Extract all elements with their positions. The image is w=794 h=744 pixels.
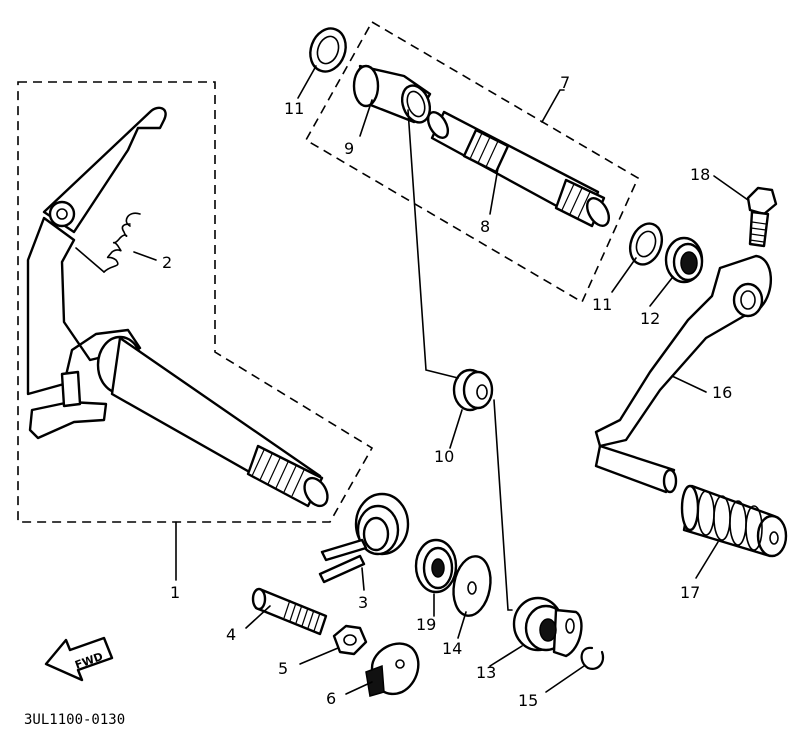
washer-11-top (309, 27, 347, 73)
label-part-18: 18 (690, 165, 710, 184)
label-part-9: 9 (344, 139, 354, 158)
bearing-19 (414, 538, 458, 594)
label-part-14: 14 (442, 639, 462, 658)
stud-bolt (251, 587, 328, 636)
label-part-11-right: 11 (592, 295, 612, 314)
label-part-12: 12 (640, 309, 660, 328)
bolt-18 (746, 186, 778, 248)
catalog-code: 3UL1100-0130 (24, 712, 125, 728)
hex-nut (332, 624, 368, 656)
label-part-6: 6 (326, 689, 336, 708)
leader-lines (133, 65, 749, 695)
return-spring (75, 212, 141, 273)
kick-shaft-8 (426, 110, 611, 228)
label-part-16: 16 (712, 383, 732, 402)
assembly-axis-lines (407, 109, 513, 611)
label-part-10: 10 (434, 447, 454, 466)
label-part-7: 7 (560, 73, 570, 92)
label-part-19: 19 (416, 615, 436, 634)
label-part-8: 8 (480, 217, 490, 236)
kick-spring-13 (512, 596, 583, 658)
label-part-1: 1 (170, 583, 180, 602)
torsion-spring (318, 492, 410, 584)
washer-11-right (628, 222, 664, 266)
label-part-13: 13 (476, 663, 496, 682)
pedal-rubber-17 (680, 484, 788, 558)
shift-shaft-assembly (26, 106, 329, 508)
assembly-outline-1 (17, 81, 374, 523)
fwd-arrow-icon: FWD (44, 636, 114, 682)
oil-seal-12 (664, 236, 704, 284)
collar-10 (452, 368, 494, 412)
label-part-5: 5 (278, 659, 288, 678)
label-part-3: 3 (358, 593, 368, 612)
label-part-11-top: 11 (284, 99, 304, 118)
bushing-9 (352, 64, 432, 124)
circlip-15 (580, 646, 605, 670)
label-part-4: 4 (226, 625, 236, 644)
label-part-17: 17 (680, 583, 700, 602)
kick-crank-16 (594, 254, 773, 494)
stopper-plate (365, 642, 420, 697)
label-part-2: 2 (162, 253, 172, 272)
assembly-outline-7 (304, 20, 640, 304)
washer-14 (452, 555, 492, 617)
label-part-15: 15 (518, 691, 538, 710)
